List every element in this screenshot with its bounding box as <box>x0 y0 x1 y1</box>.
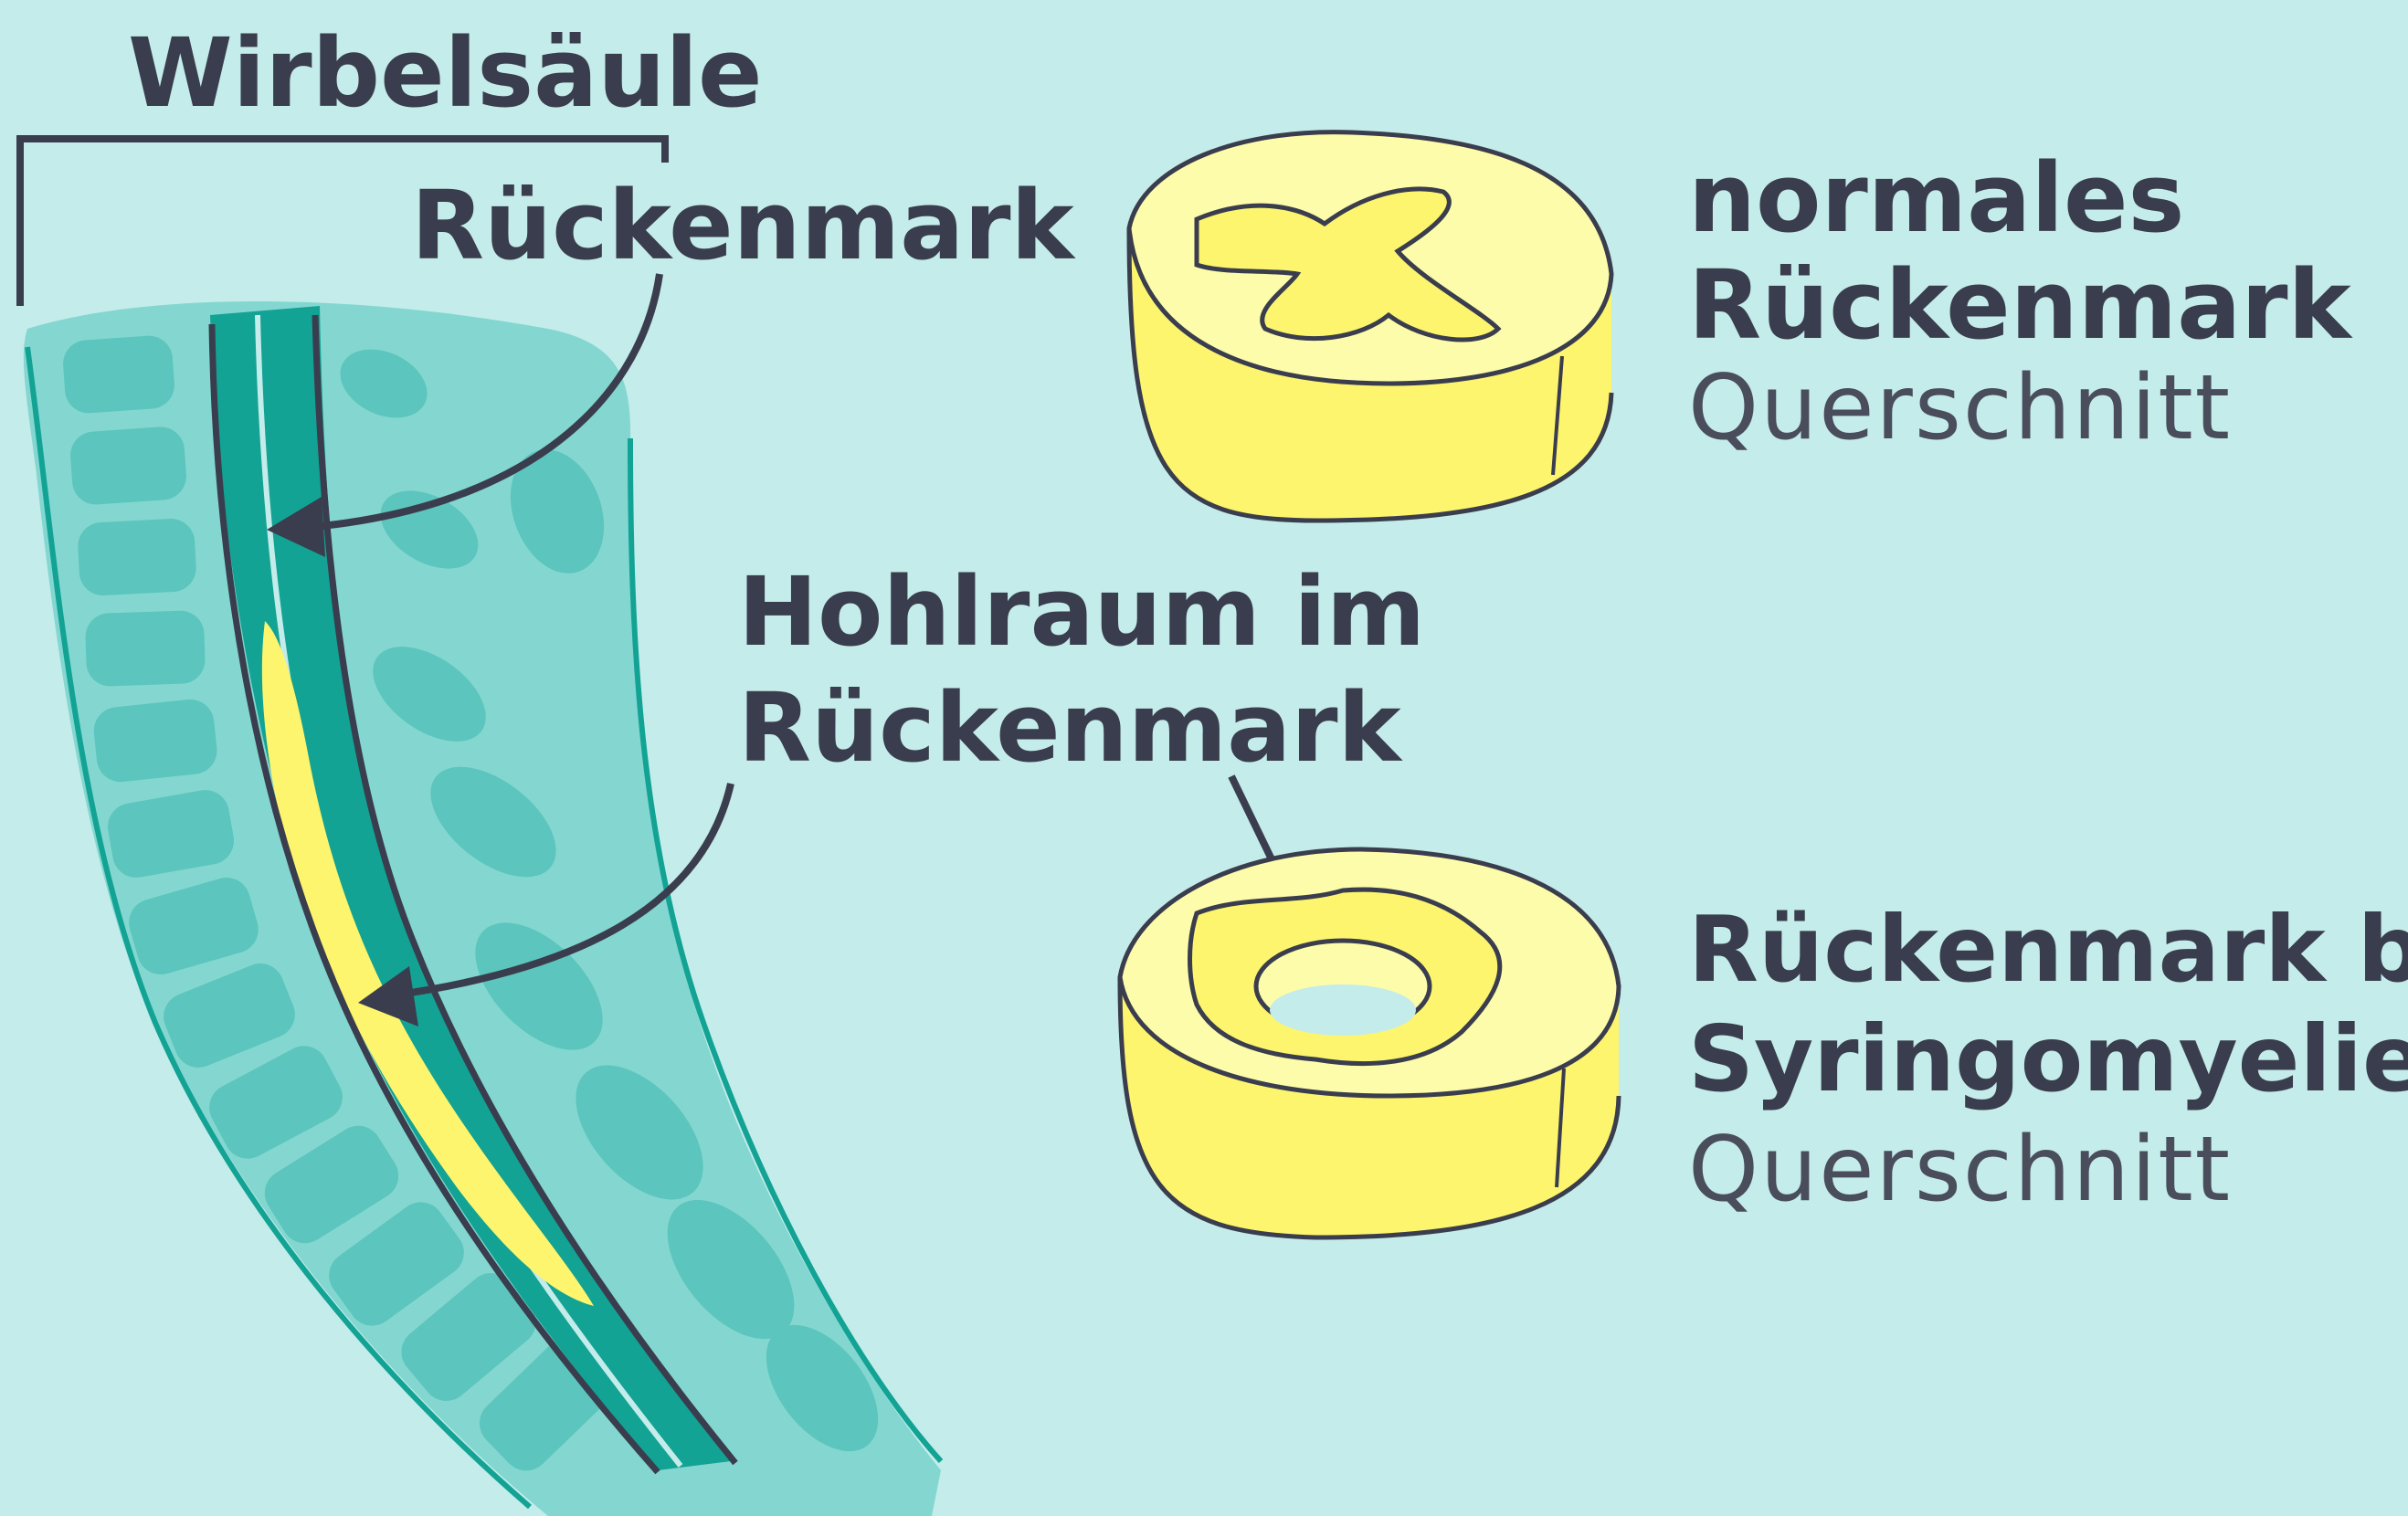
syrinx-label-line1: Rückenmark bei <box>1688 904 2408 995</box>
syrinx-label-line3: Querschnitt <box>1688 1125 2232 1215</box>
normal-label-line1: normales <box>1688 151 2184 246</box>
spine-label: Wirbelsäule <box>128 26 763 121</box>
normal-label-line3: Querschnitt <box>1688 363 2232 453</box>
normal-label-line2: Rückenmark <box>1688 258 2351 353</box>
cavity-label-line2: Rückenmark <box>738 680 1401 775</box>
cord-label: Rückenmark <box>411 178 1074 273</box>
normal-cross-section <box>1129 132 1611 521</box>
syrinx-label-line2: Syringomyelie <box>1688 1014 2408 1105</box>
cavity-label-line1: Hohlraum im <box>738 564 1425 659</box>
syrinx-cross-section <box>1120 849 1619 1237</box>
